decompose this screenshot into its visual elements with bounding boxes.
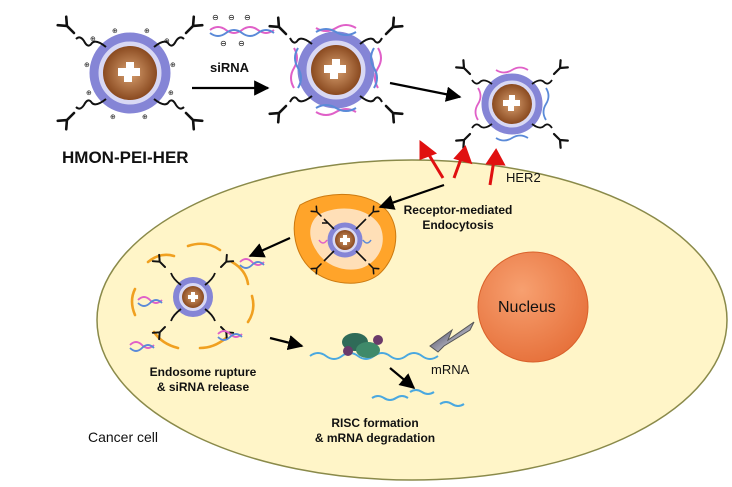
nanoparticle-binding — [455, 59, 569, 149]
svg-text:⊕: ⊕ — [170, 61, 176, 69]
her2-receptors — [419, 139, 506, 186]
cancer-cell-label: Cancer cell — [88, 429, 159, 445]
nanoparticle-loaded — [268, 16, 404, 124]
endocytosis-label: Receptor-mediated Endocytosis — [388, 203, 528, 233]
sirna-label: siRNA — [210, 60, 250, 75]
svg-text:⊕: ⊕ — [110, 113, 116, 121]
process-arrows — [192, 80, 462, 389]
svg-text:⊕: ⊕ — [142, 113, 148, 121]
rupture-line-2: & siRNA release — [156, 380, 250, 394]
svg-text:⊕: ⊕ — [112, 27, 118, 35]
nucleus — [477, 251, 589, 363]
svg-text:⊖: ⊖ — [212, 13, 219, 22]
nanoparticle-hmon-pei-her: ⊕ ⊕ ⊕ ⊕ ⊕ ⊕ ⊕ ⊕ ⊕ ⊕ — [56, 15, 204, 131]
construct-label: HMON-PEI-HER — [62, 148, 189, 167]
released-sirna — [129, 258, 265, 352]
svg-text:⊖: ⊖ — [228, 13, 235, 22]
svg-text:⊕: ⊕ — [164, 37, 170, 45]
rupture-line-1: Endosome rupture — [149, 365, 257, 379]
risc-line-1: RISC formation — [331, 416, 419, 430]
nanoparticle-released — [151, 253, 235, 341]
risc-label: RISC formation & mRNA degradation — [305, 416, 445, 446]
mrna-export-arrow — [429, 321, 475, 353]
her2-label: HER2 — [506, 170, 541, 185]
risc-line-2: & mRNA degradation — [314, 431, 436, 445]
svg-text:⊕: ⊕ — [144, 27, 150, 35]
svg-text:⊖: ⊖ — [238, 39, 245, 48]
svg-text:⊕: ⊕ — [90, 35, 96, 43]
svg-text:⊕: ⊕ — [86, 89, 92, 97]
rupture-label: Endosome rupture & siRNA release — [138, 365, 268, 395]
ruptured-endosome — [130, 242, 255, 350]
nanoparticle-endosome — [310, 205, 380, 275]
mrna-label: mRNA — [431, 362, 470, 377]
svg-text:⊖: ⊖ — [244, 13, 251, 22]
cancer-cell — [96, 159, 728, 481]
sirna-strands: ⊖ ⊖ ⊖ ⊖ ⊖ — [209, 13, 275, 48]
endocytosis-line-1: Receptor-mediated — [403, 203, 513, 217]
svg-text:⊖: ⊖ — [220, 39, 227, 48]
endocytosis-line-2: Endocytosis — [422, 218, 494, 232]
nucleus-label: Nucleus — [498, 299, 556, 316]
svg-text:⊕: ⊕ — [84, 61, 90, 69]
svg-text:⊕: ⊕ — [168, 89, 174, 97]
risc-complex — [342, 333, 383, 358]
